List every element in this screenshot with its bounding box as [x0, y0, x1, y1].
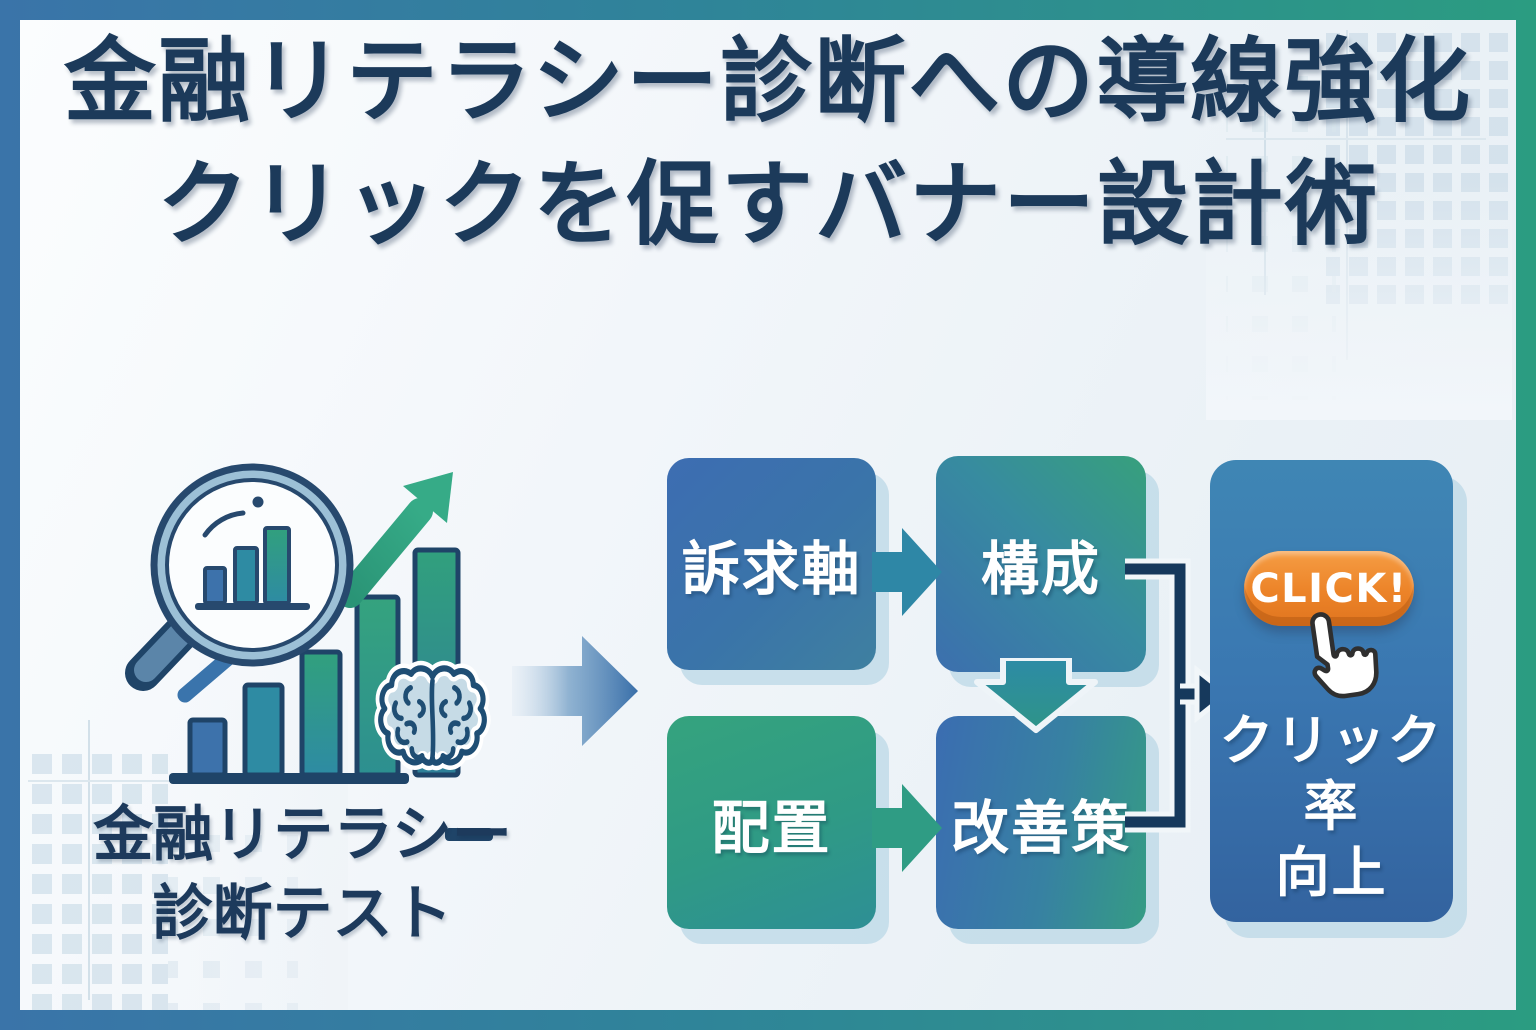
diagnostic-illustration: [125, 463, 493, 841]
title-line-2: クリックを促すバナー設計術: [156, 151, 1379, 259]
click-button-label: CLICK!: [1250, 565, 1408, 612]
flow-box-appeal: 訴求軸: [667, 458, 876, 670]
flow-box-placement: 配置: [667, 716, 876, 929]
hand-cursor-icon: [1310, 612, 1379, 699]
flow-box-placement-label: 配置: [711, 793, 832, 862]
flow-arrow-right-icon: [872, 784, 942, 872]
growth-arrow-icon: [337, 472, 453, 608]
poster-canvas: 金融リテラシー診断への導線強化 クリックを促すバナー設計術: [20, 20, 1516, 1010]
big-arrow-icon: [512, 636, 638, 746]
flow-arrow-right-icon: [872, 528, 942, 616]
result-box: CLICK! クリック率 向上: [1210, 460, 1453, 922]
pixel-pattern-top-right: [1206, 30, 1512, 420]
diagnostic-caption: 金融リテラシー 診断テスト: [65, 796, 540, 954]
pixel-pattern-bottom-left: [28, 700, 348, 1010]
click-button: CLICK!: [1244, 551, 1414, 626]
result-caption-line-1: クリック率: [1219, 709, 1444, 838]
flow-box-improvement-label: 改善策: [950, 793, 1131, 862]
mini-bar-chart-icon: [195, 496, 310, 610]
flow-arrow-down-icon: [974, 658, 1098, 733]
flow-box-improvement: 改善策: [936, 716, 1146, 929]
flow-box-structure: 構成: [936, 456, 1146, 672]
brain-icon: [374, 660, 491, 771]
result-caption: クリック率 向上: [1210, 708, 1453, 906]
flow-box-structure-label: 構成: [980, 535, 1101, 603]
page-title: 金融リテラシー診断への導線強化 クリックを促すバナー設計術: [20, 20, 1516, 267]
flow-box-appeal-label: 訴求軸: [681, 535, 862, 603]
result-caption-line-2: 向上: [1275, 840, 1388, 904]
diagnostic-caption-line-2: 診断テスト: [152, 879, 453, 950]
diagnostic-caption-line-1: 金融リテラシー: [93, 800, 512, 870]
title-line-1: 金融リテラシー診断への導線強化: [63, 28, 1473, 135]
magnifier-icon: [125, 463, 354, 691]
